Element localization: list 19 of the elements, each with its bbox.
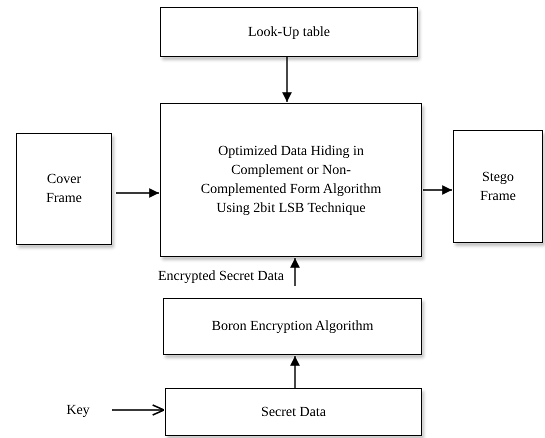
arrow — [116, 188, 159, 198]
box-text: Key — [66, 402, 90, 420]
arrow — [423, 185, 452, 195]
box-text: Look-Up table — [248, 24, 330, 42]
box-text: Stego Frame — [479, 168, 517, 206]
box-text: Cover Frame — [45, 171, 83, 208]
process-box — [16, 133, 112, 245]
box-text: Boron Encryption Algorithm — [212, 318, 374, 336]
process-box — [165, 388, 422, 436]
process-box — [163, 298, 422, 355]
arrow — [282, 57, 292, 102]
box-text: Optimized Data Hiding in Complement or Non-Complemented Form Algorithm Using 2bit LSB Technique — [200, 143, 382, 218]
process-box — [453, 130, 543, 243]
arrow — [290, 258, 300, 286]
process-box — [160, 103, 422, 257]
arrow — [112, 404, 165, 416]
arrow — [290, 356, 300, 388]
box-text: Secret Data — [261, 404, 326, 422]
process-box — [160, 7, 418, 57]
